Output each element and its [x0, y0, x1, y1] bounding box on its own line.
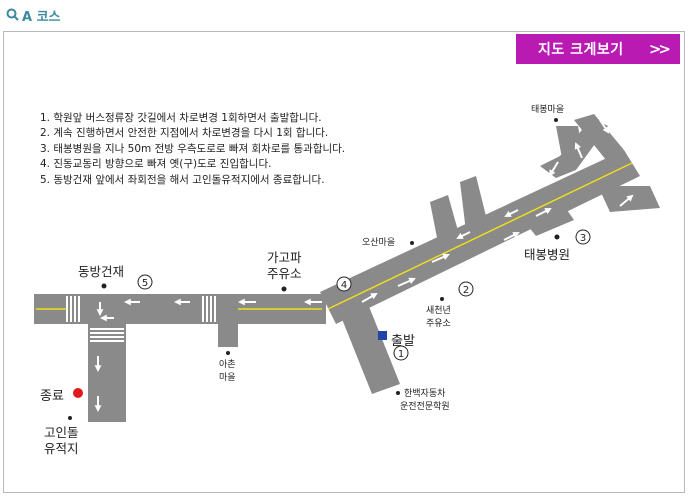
taebong-hospital-dot: [554, 234, 560, 240]
saecheonnyeon-label-line1: 새천년: [426, 306, 451, 316]
osan-village-dot: [410, 241, 414, 245]
step-2-number: 2: [463, 285, 469, 296]
hanbaek-label-line2: 운전전문학원: [400, 402, 450, 412]
roads: [34, 114, 660, 422]
step-5-number: 5: [142, 278, 148, 289]
taebong-village-dot: [554, 118, 558, 122]
ahchon-dot: [226, 351, 230, 355]
end-label: 종료: [40, 389, 64, 404]
loop-road-3: [556, 126, 582, 158]
step-4-number: 4: [341, 280, 347, 291]
bottom-branch: [340, 304, 400, 394]
ahchon-stub: [218, 310, 238, 347]
step-3-number: 3: [580, 233, 586, 244]
direction-step: 5. 동방건재 앞에서 좌회전을 해서 고인돌유적지에서 종료합니다.: [40, 173, 325, 186]
ahchon-label-line1: 아촌: [219, 360, 236, 370]
diag-osan-branch: [430, 195, 462, 253]
view-larger-map-button[interactable]: 지도 크게보기 >>: [516, 34, 680, 64]
step-1-number: 1: [398, 349, 404, 360]
taebong-village-label: 태봉마을: [531, 105, 565, 115]
center-lines: [36, 162, 633, 310]
double-chevron-right-icon: >>: [648, 40, 671, 58]
dongbang-dot: [101, 283, 107, 289]
direction-step: 1. 학원앞 버스정류장 갓길에서 차로변경 1회하면서 출발합니다.: [40, 112, 322, 124]
hospital-spur: [520, 200, 574, 236]
gagopa-label-line1: 가고파: [267, 250, 302, 265]
step-number-markers: [137, 229, 591, 361]
end-marker: [73, 388, 83, 398]
direction-step: 3. 태봉병원을 지나 50m 전방 우측도로로 빠져 회차로를 통과합니다.: [40, 142, 346, 155]
diag-nw-branch: [460, 176, 492, 248]
saecheonnyeon-label-line2: 주유소: [426, 319, 451, 329]
search-icon: [6, 8, 19, 21]
course-title: A 코스: [22, 10, 61, 25]
dongbang-geonjae-label: 동방건재: [78, 264, 125, 279]
hanbaek-dot: [396, 391, 400, 395]
header: A 코스: [0, 0, 690, 28]
view-larger-map-label: 지도 크게보기: [538, 42, 624, 58]
start-label: 출발: [391, 334, 415, 349]
goindol-label-line1: 고인돌: [44, 425, 79, 440]
gagopa-dot: [281, 286, 287, 292]
start-marker: [378, 331, 387, 340]
ahchon-label-line2: 마을: [219, 373, 236, 383]
goindol-label-line2: 유적지: [44, 441, 79, 456]
loop-road-2: [574, 114, 624, 160]
route-arrows: [94, 119, 634, 413]
crosswalks: [66, 296, 216, 342]
location-dots: [68, 118, 560, 420]
gagopa-label-line2: 주유소: [267, 266, 302, 281]
directions-list: 1. 학원앞 버스정류장 갓길에서 차로변경 1회하면서 출발합니다. 2. 계…: [40, 111, 345, 188]
goindol-dot: [68, 416, 72, 420]
direction-step: 2. 계속 진행하면서 안전한 지점에서 차로변경을 다시 1회 합니다.: [40, 127, 329, 140]
direction-step: 4. 진동교동리 방향으로 빠져 옛(구)도로 진입합니다.: [40, 158, 272, 171]
south-road: [88, 294, 126, 422]
saecheonnyeon-dot: [440, 297, 444, 301]
taebong-hospital-label: 태봉병원: [524, 247, 571, 262]
osan-village-label: 오산마을: [362, 238, 396, 248]
hanbaek-label-line1: 한백자동차: [404, 389, 446, 399]
